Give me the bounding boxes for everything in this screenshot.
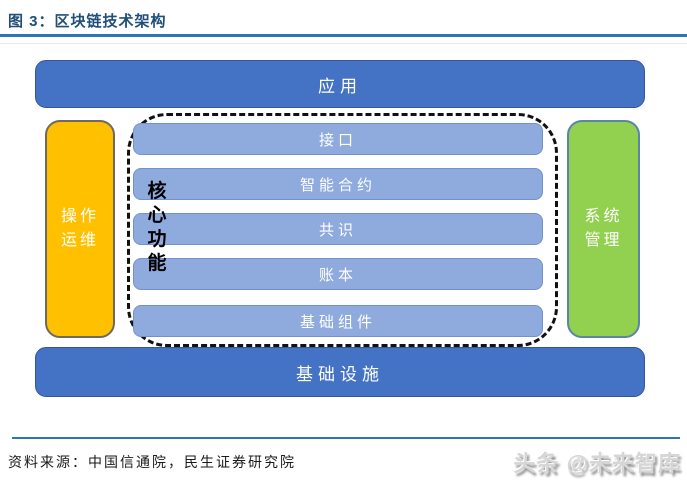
toutiao-watermark: 头条 @未来智库 bbox=[513, 451, 681, 476]
layer-consensus-label: 共识 bbox=[318, 221, 357, 239]
layer-interface-label: 接口 bbox=[318, 131, 357, 149]
operations-pillar: 操作 运维 bbox=[45, 120, 115, 338]
footer-divider-line bbox=[12, 437, 680, 439]
layer-base-components: 基础组件 bbox=[133, 305, 543, 337]
operations-label-line2: 运维 bbox=[60, 232, 99, 249]
core-function-char-4: 能 bbox=[147, 253, 167, 274]
layer-ledger-label: 账本 bbox=[318, 266, 357, 284]
layer-smart-contract-label: 智能合约 bbox=[299, 176, 376, 194]
operations-label-line1: 操作 bbox=[60, 208, 99, 225]
figure-top-edge-line bbox=[0, 43, 687, 44]
layer-ledger: 账本 bbox=[133, 258, 543, 290]
system-management-label-line1: 系统 bbox=[584, 208, 623, 225]
core-function-char-2: 心 bbox=[147, 205, 167, 226]
core-function-vertical-label: 核 心 功 能 bbox=[145, 180, 169, 276]
core-function-char-3: 功 bbox=[147, 229, 167, 250]
core-function-char-1: 核 bbox=[147, 181, 167, 202]
system-management-pillar: 系统 管理 bbox=[567, 120, 640, 338]
infrastructure-layer-label: 基础设施 bbox=[296, 364, 384, 384]
layer-interface: 接口 bbox=[133, 123, 543, 155]
source-attribution: 资料来源：中国信通院，民生证券研究院 bbox=[8, 454, 296, 470]
title-underline bbox=[0, 34, 687, 37]
layer-smart-contract: 智能合约 bbox=[133, 168, 543, 200]
system-management-label-line2: 管理 bbox=[584, 232, 623, 249]
core-functions-dashed-box bbox=[127, 113, 558, 347]
application-layer-bar: 应用 bbox=[35, 60, 645, 108]
infrastructure-layer-bar: 基础设施 bbox=[35, 347, 645, 397]
figure-title: 图 3：区块链技术架构 bbox=[8, 13, 167, 30]
layer-consensus: 共识 bbox=[133, 213, 543, 245]
application-layer-label: 应用 bbox=[318, 76, 362, 96]
layer-base-components-label: 基础组件 bbox=[299, 313, 376, 331]
